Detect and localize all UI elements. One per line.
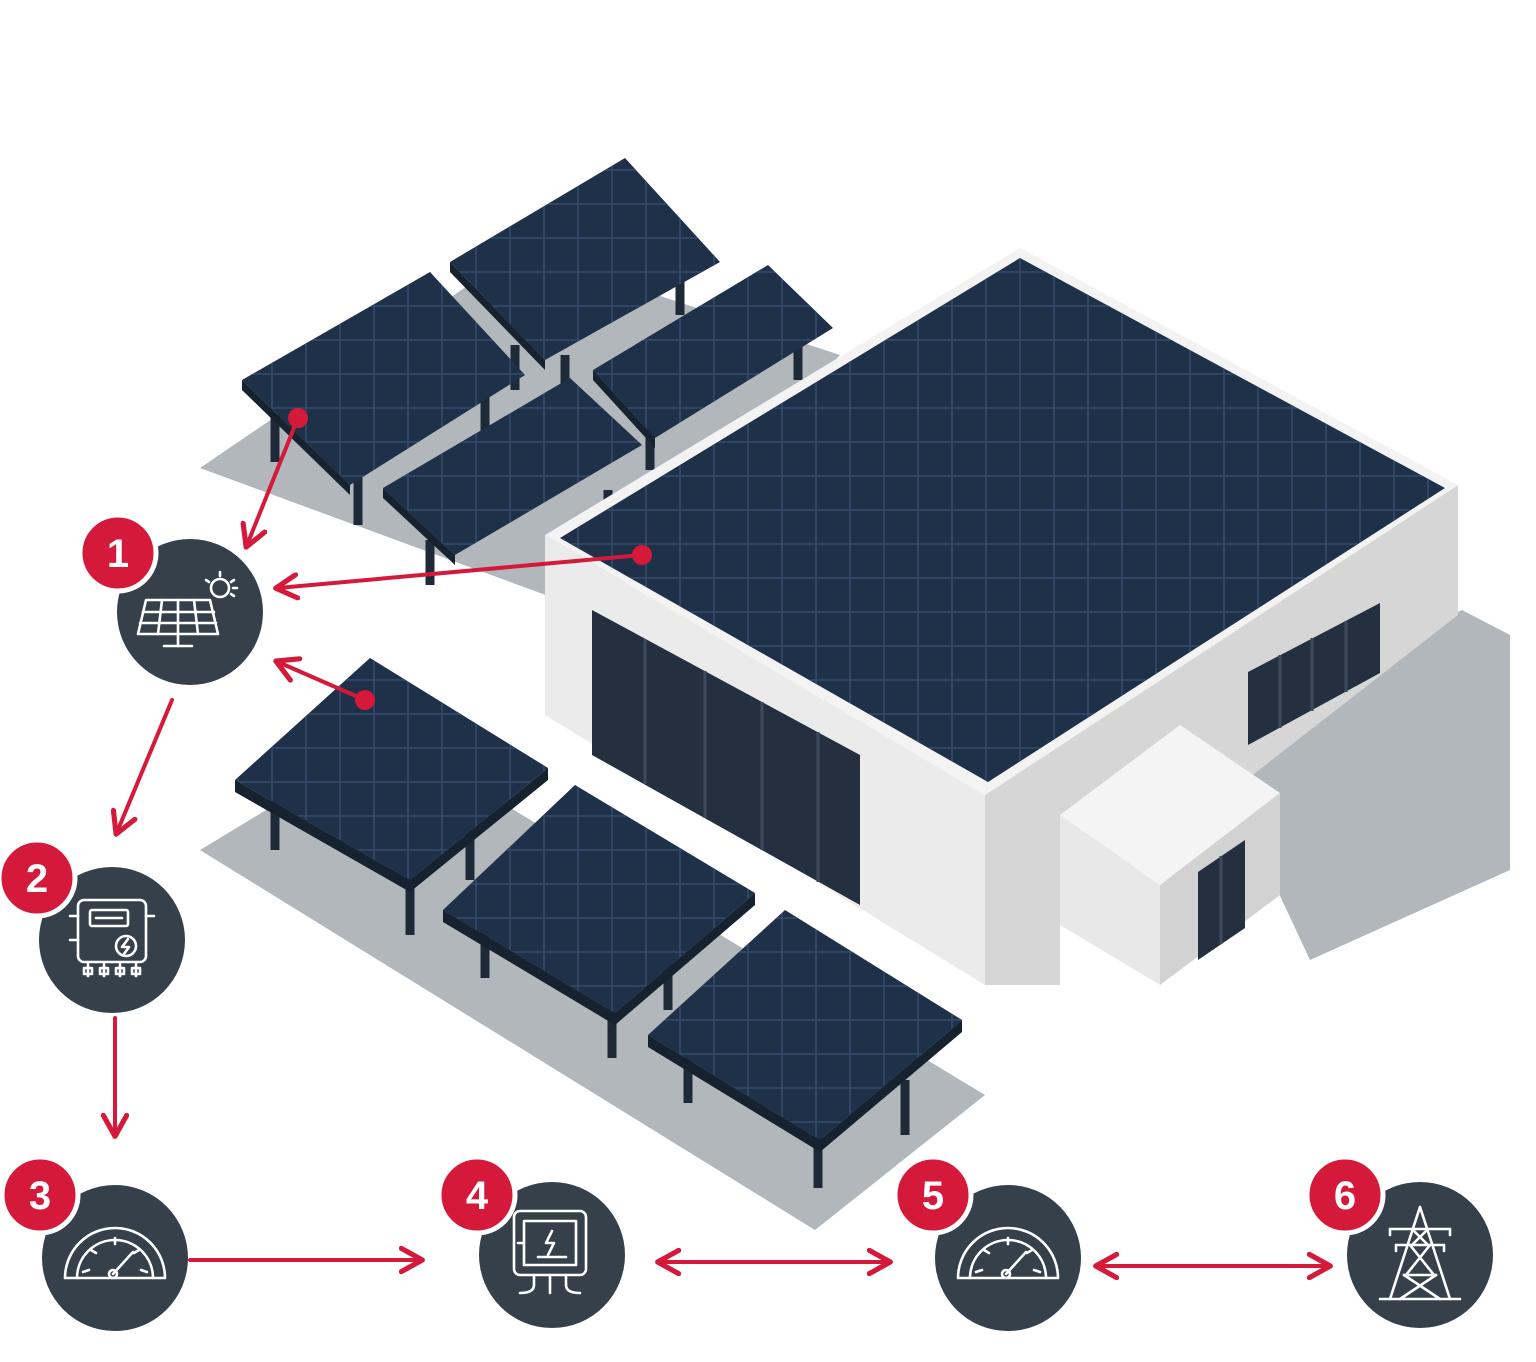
step-number: 6 xyxy=(1334,1174,1356,1218)
step-node-1: 1 xyxy=(77,512,263,685)
solar-panel-array-b xyxy=(450,158,720,370)
connection-dot xyxy=(355,690,375,710)
step-node-5: 5 xyxy=(892,1154,1081,1331)
step-number: 4 xyxy=(466,1174,489,1218)
step-badge: 6 xyxy=(1304,1154,1386,1236)
step-nodes: 1 2 3 4 5 6 xyxy=(0,512,1493,1331)
connection-dot xyxy=(288,408,308,428)
step-circle xyxy=(39,867,185,1013)
lower-carport-group xyxy=(235,658,962,1188)
solar-panel-array-f xyxy=(443,785,755,1025)
meter-gauge-icon xyxy=(956,1226,1060,1280)
solar-panel-array-a xyxy=(242,272,525,495)
meter-gauge-icon xyxy=(63,1226,167,1280)
step-node-4: 4 xyxy=(436,1154,625,1328)
power-pylon-icon xyxy=(1378,1205,1462,1301)
flow-connectors xyxy=(115,408,1328,1266)
step-circle xyxy=(1347,1182,1493,1328)
connection-dot xyxy=(632,545,652,565)
connector-carport-a-to-1 xyxy=(247,416,300,545)
connector-roof-to-1 xyxy=(278,553,644,588)
inverter-icon xyxy=(68,898,156,978)
front-window-band xyxy=(592,610,860,905)
step-badge: 4 xyxy=(436,1154,518,1236)
step-badge: 2 xyxy=(0,837,78,919)
step-number: 3 xyxy=(29,1174,51,1218)
step-circle xyxy=(479,1182,625,1328)
step-badge: 3 xyxy=(0,1154,81,1236)
step-number: 2 xyxy=(26,857,48,901)
solar-panel-array-c xyxy=(593,265,833,448)
solar-panel-array-g xyxy=(648,910,962,1152)
step-circle xyxy=(42,1185,188,1331)
solar-panel-icon xyxy=(136,570,239,648)
solar-panel-array-e xyxy=(235,658,548,892)
step-number: 5 xyxy=(922,1174,944,1218)
step-circle xyxy=(935,1185,1081,1331)
connector-carport-e-to-1 xyxy=(278,662,367,702)
annex-building xyxy=(1060,725,1280,985)
step-badge: 1 xyxy=(77,512,159,594)
side-window-band xyxy=(1248,603,1380,745)
solar-panel-array-d xyxy=(383,378,642,565)
connector-1-to-2 xyxy=(117,698,174,832)
factory-building xyxy=(545,248,1458,985)
switchboard-icon xyxy=(512,1209,588,1295)
step-number: 1 xyxy=(107,532,129,576)
step-badge: 5 xyxy=(892,1154,974,1236)
upper-carport-group xyxy=(242,158,833,585)
step-node-6: 6 xyxy=(1304,1154,1493,1328)
step-node-2: 2 xyxy=(0,837,185,1013)
step-node-3: 3 xyxy=(0,1154,188,1331)
